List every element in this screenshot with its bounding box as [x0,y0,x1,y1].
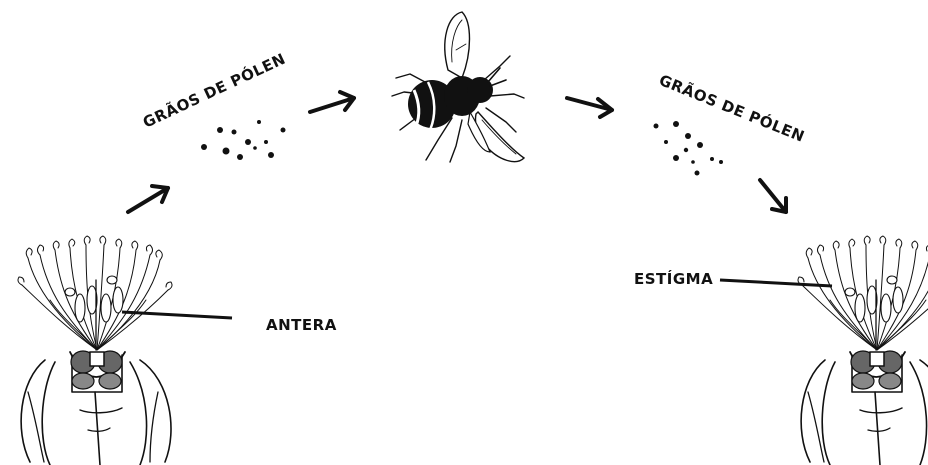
arrow-flower-to-pollen-icon [128,186,168,212]
pollen-label-left: GRÃOS DE PÓLEN [140,49,289,132]
arrow-pollen-to-flower-icon [760,180,786,212]
arrow-bee-to-pollen-icon [567,98,612,117]
flower-left-icon [18,236,172,465]
stigma-label: ESTÍGMA [634,269,713,288]
pollen-dots-right-icon [654,121,724,176]
flower-right-icon [798,236,928,465]
stigma-pointer-line [720,280,832,286]
pollen-dots-left-icon [201,120,286,160]
arrow-pollen-to-bee-icon [310,92,354,112]
bumblebee-icon [392,12,524,162]
anther-label: ANTERA [266,316,337,334]
pollen-label-right: GRÃOS DE PÓLEN [657,70,808,146]
